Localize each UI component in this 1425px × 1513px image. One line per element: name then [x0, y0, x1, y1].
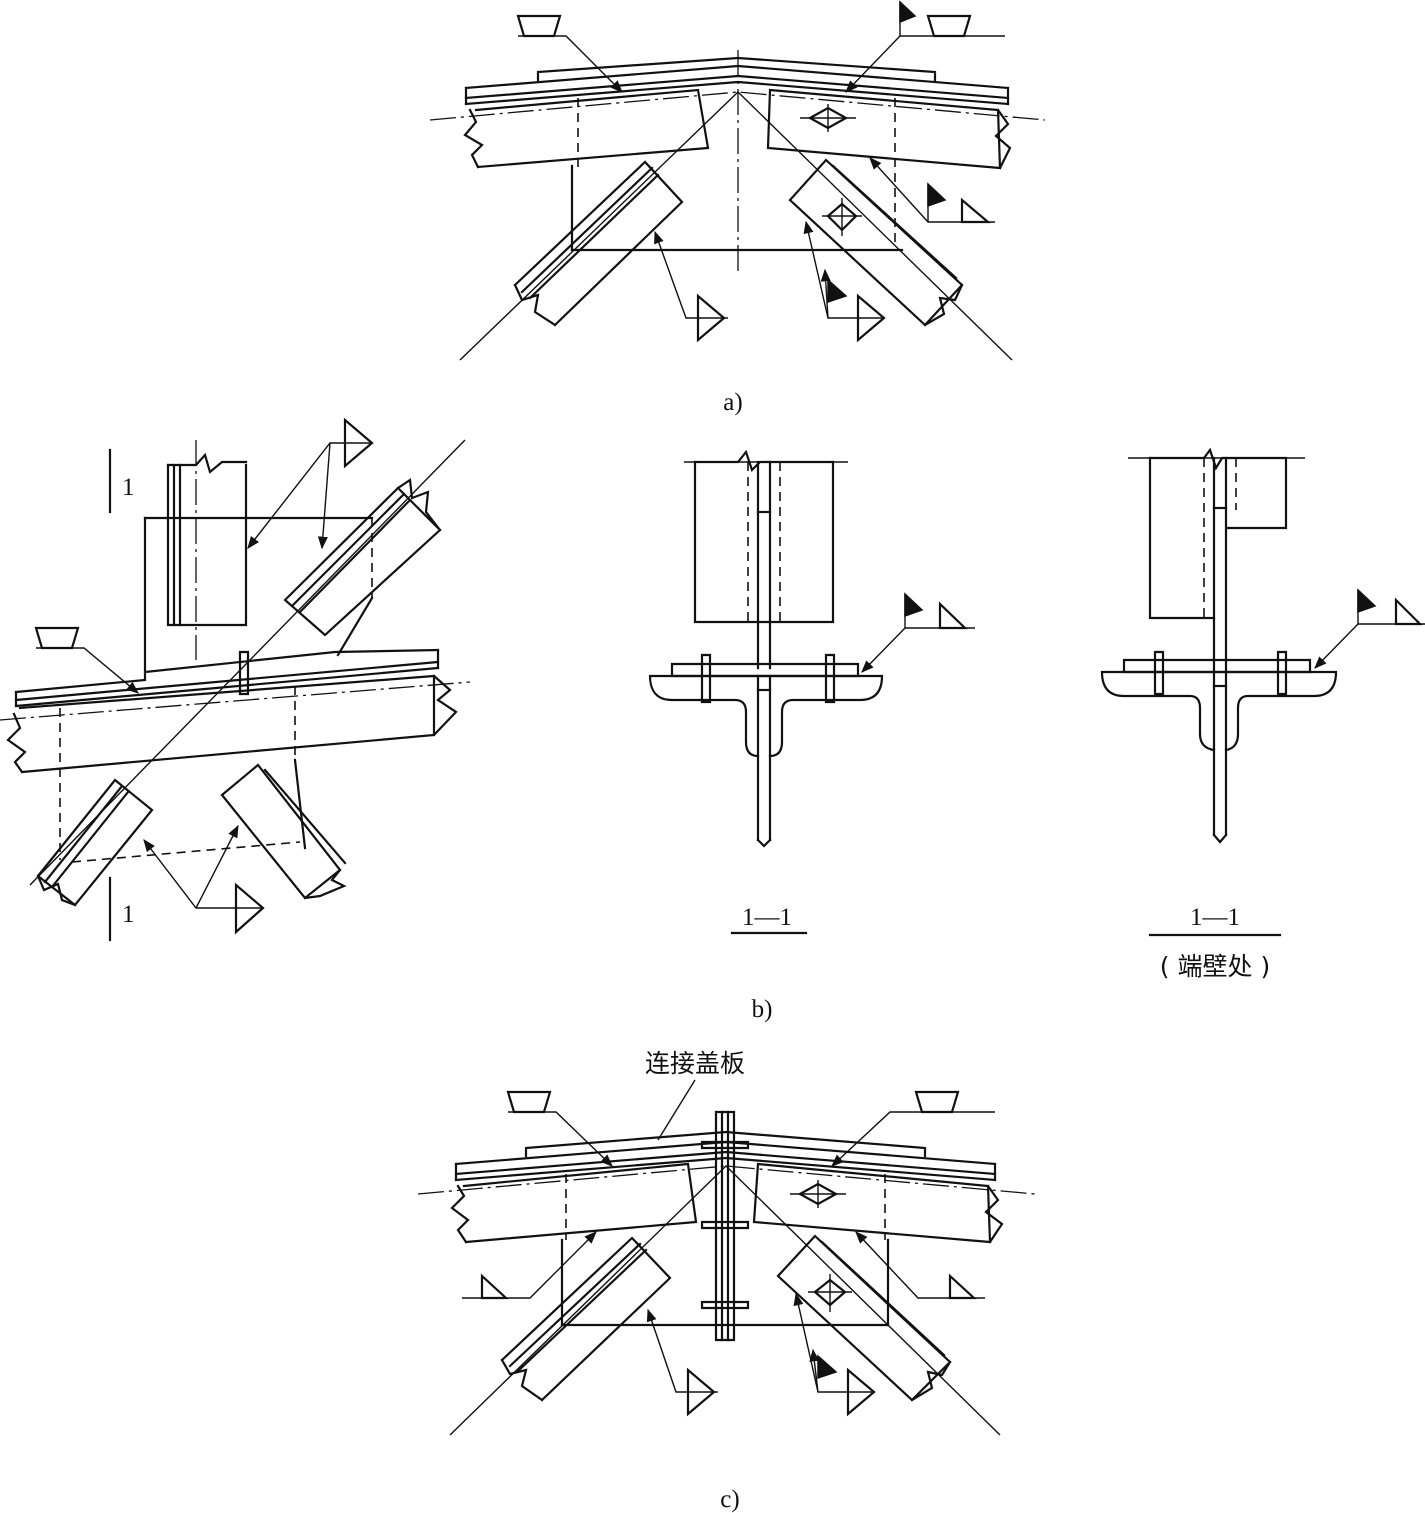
section-title-1: 1—1: [742, 904, 792, 931]
cover-plate-label: 连接盖板: [645, 1049, 745, 1078]
section-mark-bottom: 1: [122, 901, 135, 928]
section-note-end-wall: ( 端壁处 ): [1160, 952, 1270, 981]
figure-a-ridge-joint: [429, 0, 1046, 361]
section-title-2: 1—1: [1190, 904, 1240, 931]
figure-c-label: c): [720, 1486, 739, 1513]
figure-c-ridge-joint-with-cover-plate: [417, 1079, 1036, 1436]
section-1-1-end-wall-view: [1100, 447, 1425, 844]
figure-b-end-joint: 1 1: [0, 417, 471, 942]
figure-a-label: a): [723, 389, 742, 416]
section-1-1-view: [648, 449, 975, 848]
figure-b-label: b): [752, 996, 773, 1023]
section-mark-top: 1: [122, 474, 135, 501]
